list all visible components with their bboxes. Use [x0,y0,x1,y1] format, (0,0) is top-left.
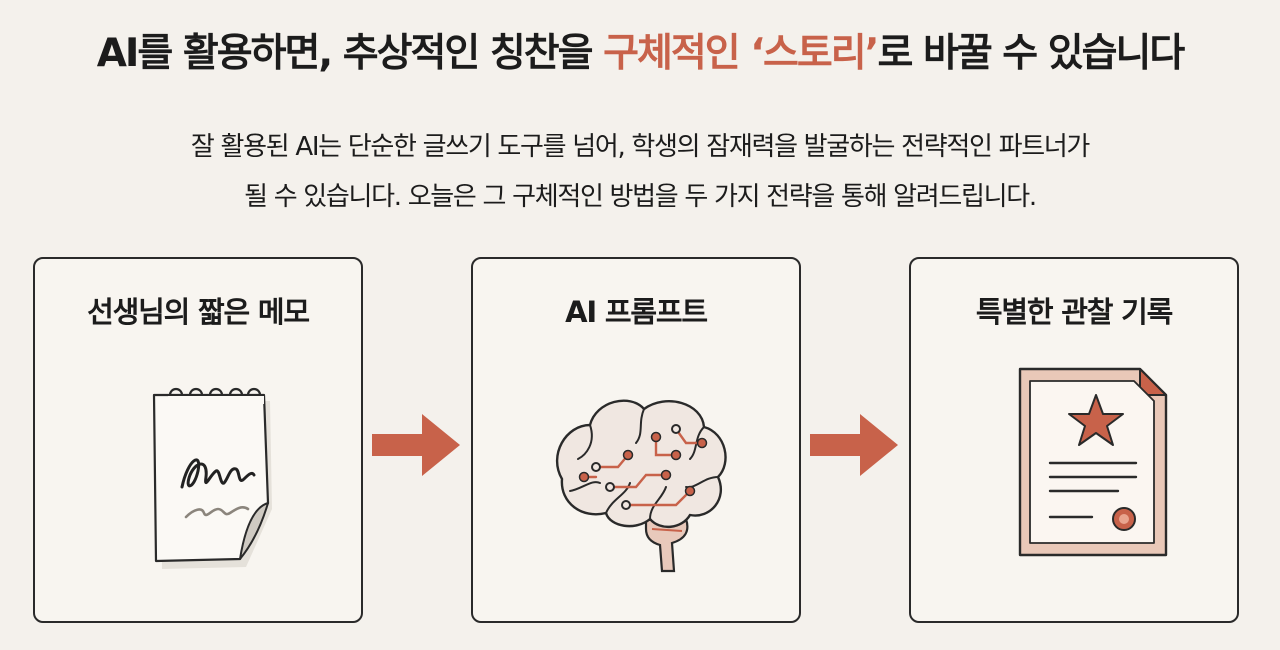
headline-highlight: 구체적인 ‘스토리’ [603,31,879,76]
certificate-icon [911,359,1237,599]
arrow-right-icon [372,414,460,476]
step-card-observation-record: 특별한 관찰 기록 [909,257,1239,623]
subtitle-line-2: 될 수 있습니다. 오늘은 그 구체적인 방법을 두 가지 전략을 통해 알려드… [244,182,1037,212]
memo-icon [35,359,361,599]
headline-part1: AI를 활용하면, 추상적인 칭찬을 [96,31,604,76]
step-title-observation-record: 특별한 관찰 기록 [975,295,1173,329]
page-subtitle: 잘 활용된 AI는 단순한 글쓰기 도구를 넘어, 학생의 잠재력을 발굴하는 … [30,122,1250,222]
step-card-memo: 선생님의 짧은 메모 [33,257,363,623]
headline-part2: 로 바꿀 수 있습니다 [877,31,1185,76]
step-card-ai-prompt: AI 프롬프트 [471,257,801,623]
subtitle-line-1: 잘 활용된 AI는 단순한 글쓰기 도구를 넘어, 학생의 잠재력을 발굴하는 … [190,132,1090,162]
arrow-right-icon [810,414,898,476]
step-title-ai-prompt: AI 프롬프트 [565,295,708,329]
brain-circuit-icon [473,359,799,599]
page-headline: AI를 활용하면, 추상적인 칭찬을 구체적인 ‘스토리’로 바꿀 수 있습니다 [0,22,1280,78]
step-title-memo: 선생님의 짧은 메모 [87,295,310,329]
